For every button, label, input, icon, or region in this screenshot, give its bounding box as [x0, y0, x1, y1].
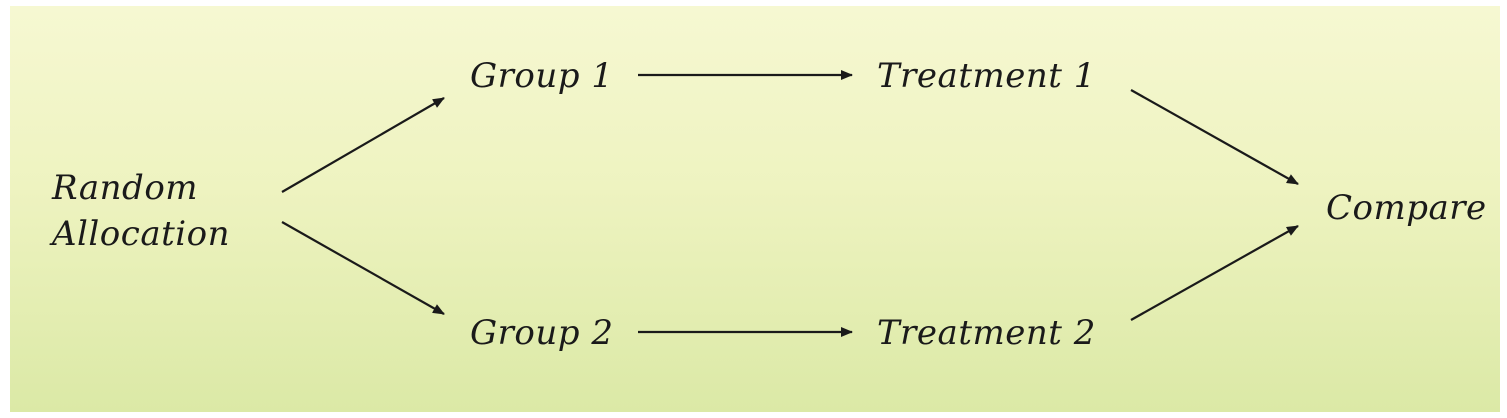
arrow-treatment-2-to-compare	[1130, 225, 1299, 321]
node-random-allocation-line-2: Allocation	[52, 213, 230, 254]
node-treatment-1: Treatment 1	[877, 56, 1096, 96]
node-compare: Compare	[1326, 188, 1487, 228]
arrow-random-to-group-1	[281, 97, 445, 193]
diagram-panel	[10, 6, 1500, 412]
node-group-2: Group 2	[470, 313, 614, 353]
node-random-allocation: Random Allocation	[52, 166, 230, 258]
arrow-treatment-1-to-compare	[1130, 89, 1299, 185]
arrow-random-to-group-2	[281, 221, 445, 315]
node-group-1: Group 1	[470, 56, 614, 96]
node-random-allocation-line-1: Random	[52, 168, 199, 208]
node-treatment-2: Treatment 2	[877, 313, 1096, 353]
